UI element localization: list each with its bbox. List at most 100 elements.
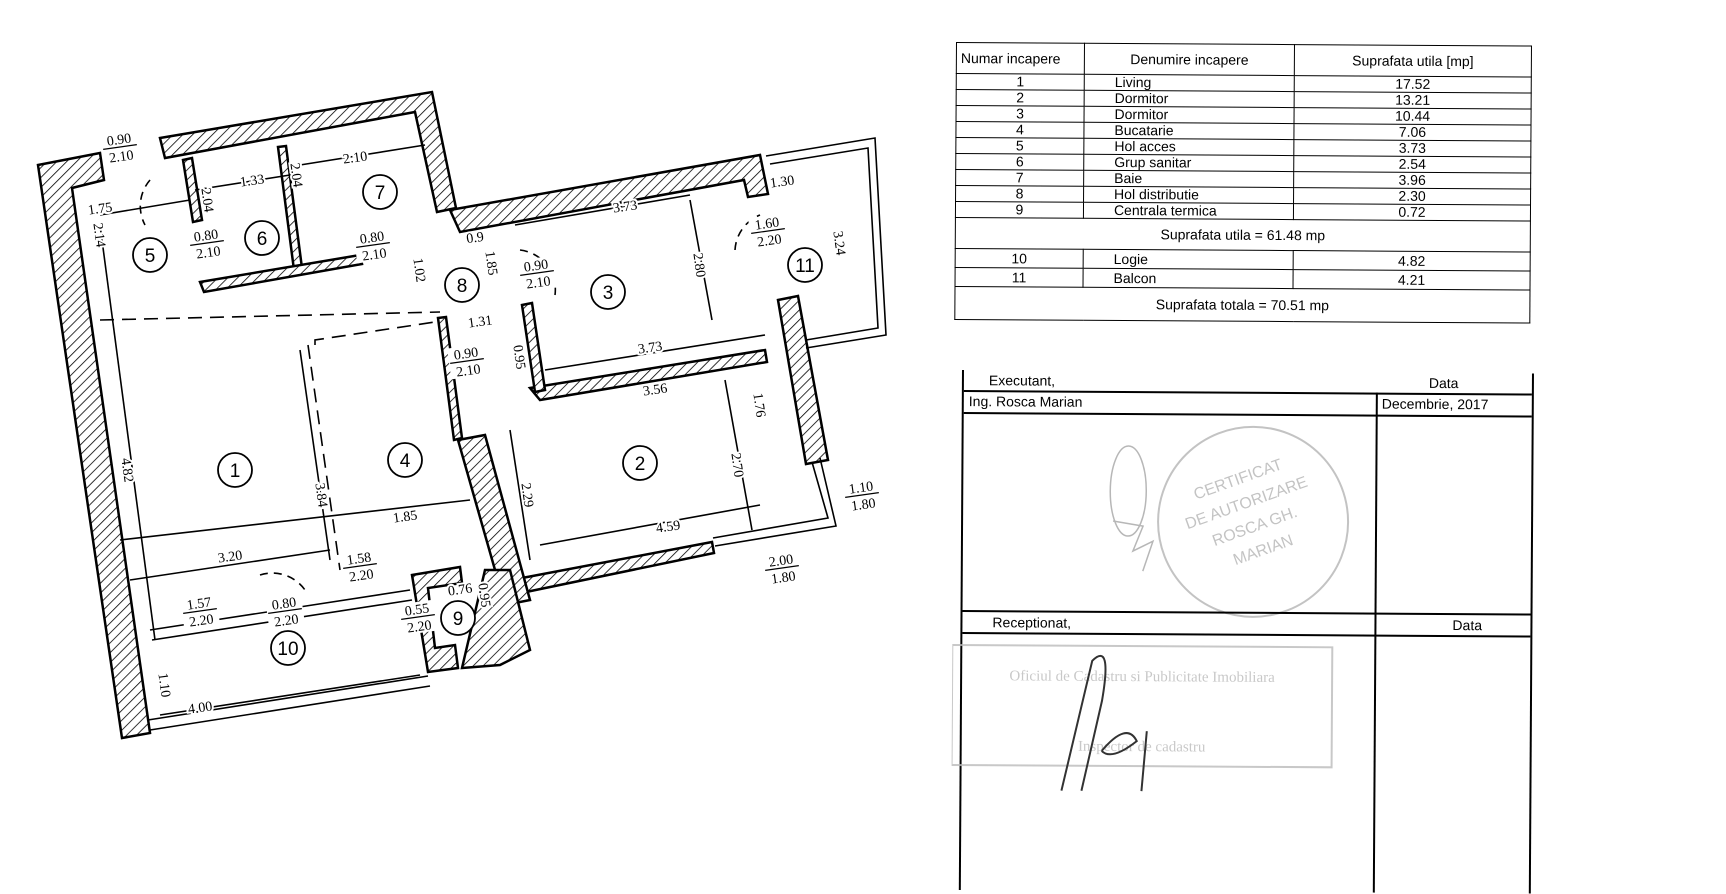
opening-width: 0.90 [453, 345, 479, 363]
executant-name: Ing. Rosca Marian [968, 393, 1083, 410]
room-area-cell: 3.73 [1293, 139, 1531, 158]
opening-width: 0.90 [106, 131, 132, 149]
dimension-line [129, 549, 331, 581]
dimension-label: 3.24 [829, 230, 847, 256]
room-area-cell: 7.06 [1293, 123, 1532, 142]
room-label: 2 [635, 454, 646, 475]
dashed-line [99, 311, 441, 321]
room-label: 1 [230, 461, 241, 482]
room-circle [787, 247, 823, 283]
room-area-cell: 17.52 [1294, 75, 1532, 94]
dimension-line [539, 504, 761, 546]
opening-width: 2.00 [768, 552, 794, 570]
opening-dimension: 1.582.20 [340, 548, 381, 586]
wall-bedroom3-bottom [527, 348, 769, 402]
executant-date: Decembrie, 2017 [1381, 395, 1489, 413]
partition-6-7-bottom [198, 253, 364, 294]
opening-width: 0.80 [359, 229, 385, 247]
opening-width: 1.57 [186, 595, 212, 613]
total-text: Suprafata totala = 70.51 mp [954, 286, 1530, 324]
opening-height: 2.20 [406, 618, 432, 636]
wall-right [776, 294, 830, 466]
room-schedule-table: Numar incapere Denumire incapere Suprafa… [954, 42, 1532, 324]
room-circle [244, 220, 280, 256]
room-circle [387, 442, 423, 478]
opening-dimension: 0.902.10 [517, 255, 558, 293]
dimension-label: 2.80 [689, 252, 707, 278]
room-name-cell: Dormitor [1084, 90, 1295, 108]
room-number-cell: 7 [955, 169, 1084, 187]
opening-dimension: 1.101.80 [842, 477, 883, 515]
dimension-label: 4.59 [655, 518, 681, 536]
dimension-line [194, 174, 291, 191]
dimension-label: 0.76 [447, 581, 473, 599]
opening-height: 2.10 [361, 246, 387, 264]
opening-width: 1.10 [848, 479, 874, 497]
dimension-label: 2.70 [727, 452, 745, 478]
room-number-5: 5 [132, 237, 168, 273]
wall-centre [456, 433, 532, 607]
opening-height: 2.10 [108, 148, 134, 166]
room-number-4: 4 [387, 442, 423, 478]
room-label: 6 [257, 229, 268, 250]
dimension-line [544, 334, 766, 371]
wall-bedroom2-bottom [520, 540, 716, 594]
opening-dimension: 0.802.20 [265, 593, 306, 631]
receptionat-stamp-and-signature: Oficiul de Cadastru si Publicitate Imobi… [951, 643, 1334, 792]
svg-text:Inspector de cadastru: Inspector de cadastru [1078, 739, 1206, 756]
room-number-7: 7 [362, 174, 398, 210]
receptionat-date-label: Data [1452, 617, 1483, 634]
door-swing-icon [259, 572, 306, 591]
room-name-cell: Grup sanitar [1083, 154, 1294, 172]
dimension-label: 3.73 [637, 339, 663, 357]
table-header-row: Numar incapere Denumire incapere Suprafa… [956, 42, 1532, 78]
dimension-label: 1.30 [769, 173, 795, 191]
dimension-label: 2.04 [197, 187, 215, 213]
dimension-label: 4.00 [187, 699, 213, 717]
dimension-line [299, 349, 331, 561]
dimension-label: 0.9 [466, 230, 485, 247]
dimension-label: 1.75 [87, 200, 113, 218]
room-area-cell: 3.96 [1293, 171, 1531, 190]
wall-bottom-right [460, 568, 532, 670]
room-number-2: 2 [622, 445, 658, 481]
signature-section: Executant, Data Ing. Rosca Marian Decemb… [951, 370, 1534, 894]
room-number-cell: 5 [955, 137, 1084, 155]
total-row: Suprafata totala = 70.51 mp [954, 286, 1530, 324]
wall-top [158, 90, 458, 214]
dimension-line [99, 224, 156, 641]
room-number-10: 10 [270, 630, 306, 666]
dimension-line [299, 144, 426, 166]
dimension-label: 2.29 [517, 482, 535, 508]
partition-6-left [181, 156, 204, 224]
room-label: 3 [603, 283, 614, 304]
room-label: 10 [277, 639, 298, 660]
header-room-name: Denumire incapere [1084, 43, 1295, 76]
opening-height: 2.10 [195, 244, 221, 262]
opening-width: 1.60 [754, 215, 780, 233]
room-area-cell: 13.21 [1294, 91, 1532, 110]
opening-height: 2.10 [525, 274, 551, 292]
dimension-line [99, 199, 191, 216]
dimension-label: 1.85 [392, 508, 418, 526]
balcony-outline [765, 137, 887, 349]
logia-bottom-2 [147, 675, 429, 721]
opening-width: 0.80 [271, 595, 297, 613]
balcony-outline-inner [769, 147, 879, 341]
room-number-cell: 9 [955, 201, 1084, 219]
room-label: 4 [400, 451, 411, 472]
room-label: 5 [145, 246, 156, 267]
executant-name-row: Ing. Rosca Marian Decembrie, 2017 [963, 390, 1532, 418]
dimension-label: 3.84 [311, 482, 329, 508]
opening-dimension: 0.802.10 [353, 227, 394, 265]
dimension-label: 1.33 [239, 172, 265, 190]
dimension-line [514, 194, 691, 226]
dimension-label: 1.76 [749, 392, 767, 418]
room-number-3: 3 [590, 274, 626, 310]
opening-height: 2.20 [348, 567, 374, 585]
header-room-number: Numar incapere [956, 42, 1085, 75]
dimension-line [689, 199, 713, 321]
opening-dimension: 0.902.10 [447, 343, 488, 381]
dimension-label: 1.85 [481, 250, 499, 276]
opening-height: 2.20 [188, 612, 214, 630]
